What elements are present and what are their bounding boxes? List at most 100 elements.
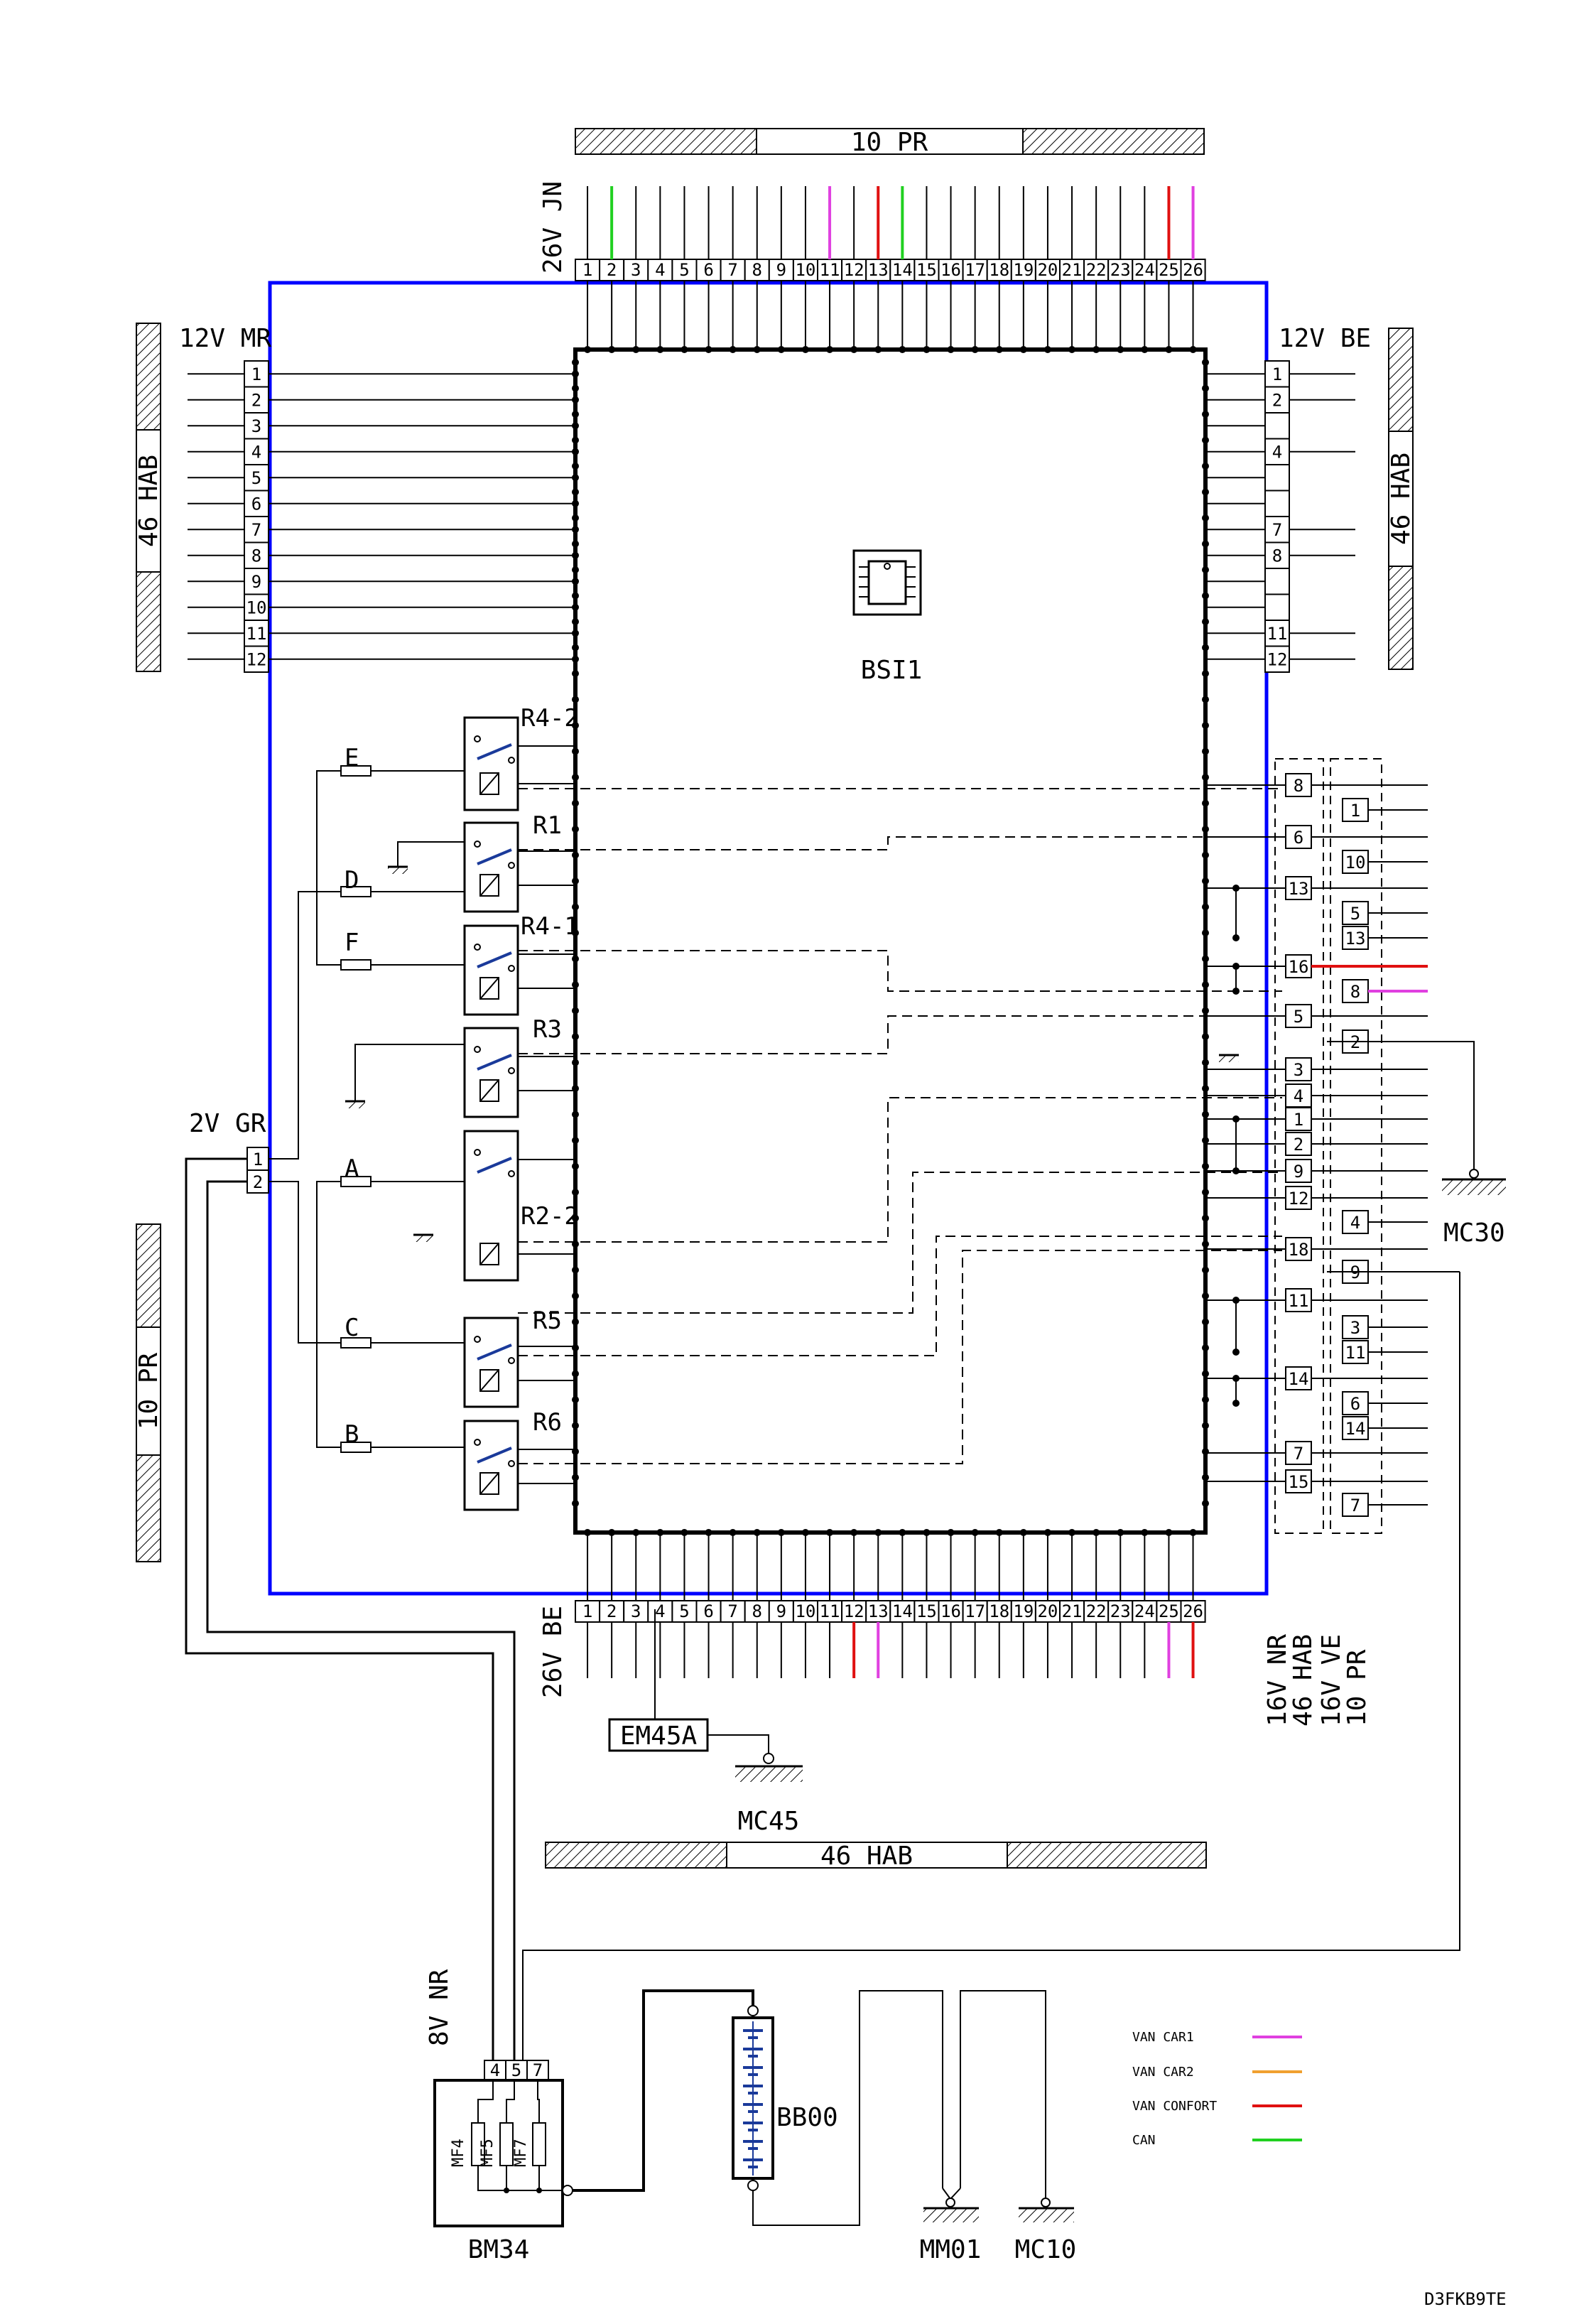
junction-dot	[1202, 1422, 1209, 1429]
connector-pin	[1342, 1391, 1369, 1415]
connector-pin-number: 8	[1272, 546, 1282, 566]
connector-pin-number: 17	[965, 260, 985, 280]
relay-coil-diag	[479, 772, 499, 795]
junction-dot	[1068, 1529, 1076, 1536]
connector-pin-number: 11	[820, 260, 840, 280]
connector-pin-number: 11	[1267, 624, 1288, 644]
junction-dot	[1202, 851, 1209, 859]
junction-dot	[1232, 934, 1240, 941]
relay-coil-diag	[479, 1472, 499, 1495]
junction-dot	[1202, 1214, 1209, 1222]
junction-dot	[1202, 1189, 1209, 1196]
connector-pin-number: 2	[607, 260, 617, 280]
legend-label-van-confort: VAN CONFORT	[1132, 2099, 1217, 2114]
bm34-label: BM34	[468, 2235, 530, 2264]
connector-pin-number: 1	[582, 1601, 592, 1621]
connector-pin-number: 7	[727, 260, 737, 280]
connector-pin	[1264, 593, 1290, 621]
connector-pin-number: 9	[1294, 1162, 1303, 1182]
wire	[269, 770, 341, 1160]
junction-dot	[1068, 346, 1076, 353]
connector-pin-number: 12	[1289, 1189, 1309, 1209]
junction-dot	[572, 1059, 579, 1066]
relay-label-r6: R6	[533, 1408, 562, 1437]
junction-dot	[899, 346, 906, 353]
junction-dot	[572, 422, 579, 430]
connector-pin-number: 5	[679, 260, 689, 280]
relay-label-r4-2: R4-2	[521, 704, 579, 733]
svg-text:7: 7	[533, 2060, 543, 2080]
control-line	[518, 1172, 1282, 1314]
junction-dot	[1232, 885, 1240, 892]
connector-pin	[1264, 412, 1290, 440]
connector-pin-number: 1	[1272, 364, 1282, 384]
junction-dot	[632, 346, 640, 353]
junction-dot	[572, 384, 579, 392]
junction-dot	[1202, 1448, 1209, 1455]
junction-dot	[632, 1529, 640, 1536]
junction-dot	[608, 1529, 616, 1536]
connector-pin-number: 7	[727, 1601, 737, 1621]
fuse-label-b: B	[345, 1420, 359, 1449]
junction-dot	[1202, 1370, 1209, 1378]
junction-dot	[1202, 1266, 1209, 1274]
relay-label-r5: R5	[533, 1307, 562, 1335]
connector-pin-number: 23	[1110, 1601, 1131, 1621]
connector-pin-number: 9	[776, 260, 786, 280]
junction-dot	[681, 1529, 688, 1536]
connector-left-top-name: 12V MR	[179, 324, 271, 353]
reference-code: D3FKB9TE	[1424, 2289, 1507, 2309]
connector-pin	[1264, 568, 1290, 595]
connector-pin	[1285, 1186, 1312, 1210]
junction-dot	[1202, 1396, 1209, 1403]
connector-pin-number: 17	[965, 1601, 985, 1621]
junction-dot	[572, 436, 579, 444]
connector-pin-number: 22	[1086, 1601, 1107, 1621]
relay-terminal	[508, 965, 515, 972]
junction-dot	[995, 346, 1003, 353]
connector-bm34-name: 8V NR	[425, 1969, 454, 2046]
junction-dot	[572, 566, 579, 573]
junction-dot	[572, 929, 579, 936]
junction-dot	[1165, 1529, 1173, 1536]
connector-pin	[244, 464, 269, 492]
junction-dot	[572, 396, 579, 404]
connector-pin-number: 5	[679, 1601, 689, 1621]
relay-contact	[477, 743, 512, 760]
relay-coil-diag	[479, 1243, 499, 1265]
connector-pin-number: 24	[1134, 1601, 1155, 1621]
junction-dot	[572, 1292, 579, 1299]
relay-terminal	[474, 944, 481, 951]
connector-pin-number: 12	[844, 260, 864, 280]
mm01-ground-icon	[923, 2188, 979, 2222]
ic-chip-icon	[852, 549, 922, 616]
junction-dot	[1043, 346, 1051, 353]
connector-pin	[817, 1600, 843, 1623]
connector-pin-number: 13	[868, 260, 889, 280]
junction-dot	[1202, 981, 1209, 988]
connector-pin-number: 6	[1294, 828, 1303, 848]
junction-dot	[572, 1007, 579, 1015]
junction-dot	[1202, 514, 1209, 521]
connector-pin	[1342, 1210, 1369, 1234]
top-band-label: 10 PR	[851, 128, 928, 157]
connector-right-top-name: 12V BE	[1279, 324, 1371, 353]
connector-pin-number: 19	[1013, 260, 1034, 280]
junction-dot	[923, 346, 931, 353]
ecu-left-pins	[572, 359, 579, 1507]
junction-dot	[572, 448, 579, 455]
relay-block	[269, 716, 1282, 1511]
junction-dot	[572, 1033, 579, 1040]
fuse-f	[340, 959, 372, 971]
junction-dot	[1202, 384, 1209, 392]
junction-dot	[1202, 799, 1209, 807]
junction-dot	[753, 1529, 761, 1536]
battery-icon	[573, 1989, 1046, 2226]
connector-pin-number: 2	[251, 391, 261, 411]
junction-dot	[1202, 955, 1209, 963]
connector-bottom-name: 26V BE	[538, 1606, 568, 1698]
legend-label-van-car1: VAN CAR1	[1132, 2030, 1194, 2045]
connector-pin-number: 23	[1110, 260, 1131, 280]
relay-terminal	[508, 757, 515, 764]
junction-dot	[572, 1318, 579, 1326]
